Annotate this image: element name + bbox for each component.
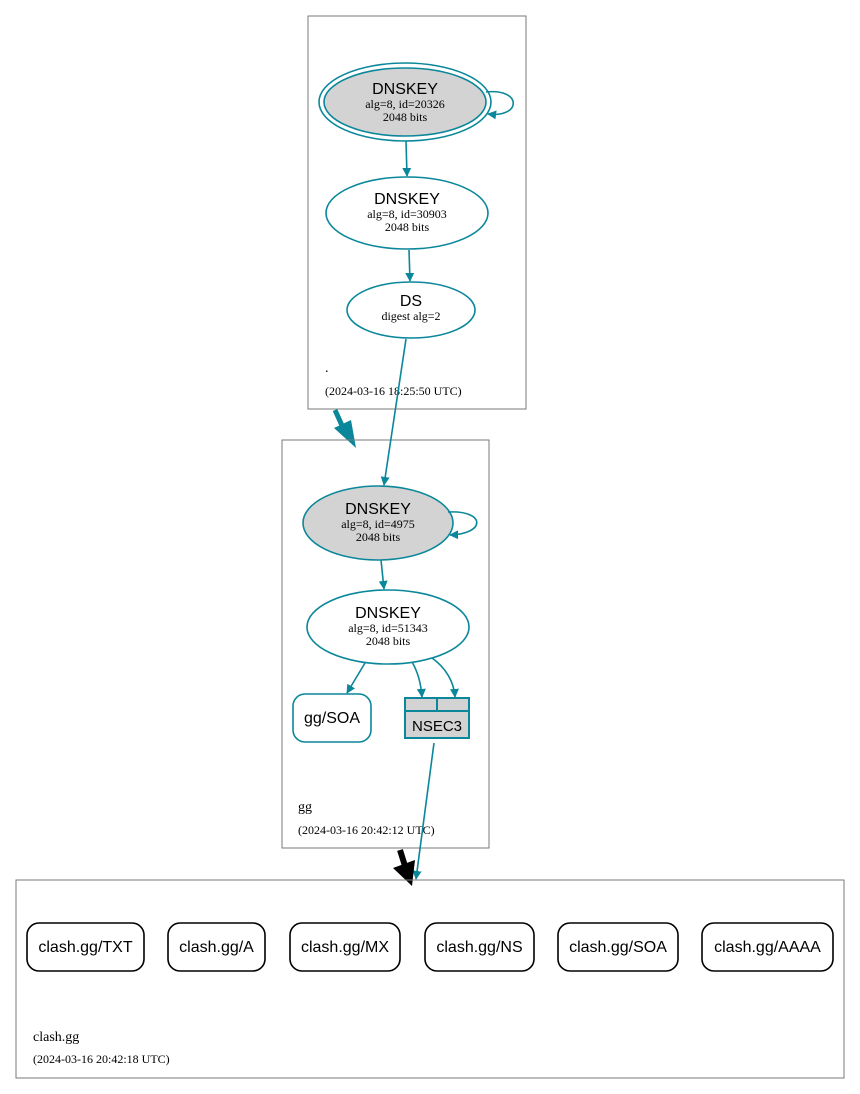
edge-root-ksk-to-zsk	[402, 140, 412, 177]
node-gg-soa[interactable]: gg/SOA	[292, 693, 372, 743]
record-txt[interactable]: clash.gg/TXT	[26, 922, 145, 972]
zone-root-timestamp: (2024-03-16 18:25:50 UTC)	[325, 384, 462, 398]
node-root-ksk[interactable]: DNSKEY alg=8, id=20326 2048 bits	[318, 62, 492, 142]
root-ds-title: DS	[400, 293, 422, 310]
root-ksk-shape	[323, 67, 487, 137]
root-ksk-line2: 2048 bits	[383, 110, 428, 124]
record-soa-shape	[557, 922, 679, 972]
zone-root-name: .	[325, 361, 329, 376]
zone-gg-timestamp: (2024-03-16 20:42:12 UTC)	[298, 823, 435, 837]
root-ksk-outer-ring	[318, 62, 492, 142]
edge-gg-ksk-self	[447, 511, 478, 540]
node-root-zsk[interactable]: DNSKEY alg=8, id=30903 2048 bits	[325, 176, 489, 250]
root-zsk-title: DNSKEY	[374, 191, 440, 208]
zone-clash-name: clash.gg	[33, 1030, 79, 1045]
record-a-label: clash.gg/A	[179, 939, 254, 956]
record-mx-shape	[289, 922, 401, 972]
delegation-gg-to-clash	[393, 849, 415, 886]
record-aaaa-shape	[701, 922, 834, 972]
zone-clash: clash.gg/TXT clash.gg/A clash.gg/MX clas…	[15, 879, 845, 1079]
edge-gg-ksk-to-zsk	[378, 559, 388, 590]
gg-zsk-shape	[306, 589, 470, 665]
record-mx-label: clash.gg/MX	[301, 939, 389, 956]
delegation-gg-clash-shaft	[397, 849, 408, 867]
node-gg-zsk[interactable]: DNSKEY alg=8, id=51343 2048 bits	[306, 589, 470, 665]
zone-gg: DNSKEY alg=8, id=4975 2048 bits DNSKEY a…	[281, 338, 490, 849]
record-aaaa-label: clash.gg/AAAA	[714, 939, 821, 956]
edge-gg-zsk-to-soa	[346, 662, 366, 694]
gg-ksk-line2: 2048 bits	[356, 530, 401, 544]
node-gg-ksk[interactable]: DNSKEY alg=8, id=4975 2048 bits	[302, 485, 454, 561]
node-root-ds[interactable]: DS digest alg=2	[346, 281, 476, 339]
root-zsk-line1: alg=8, id=30903	[367, 207, 447, 221]
root-ksk-title: DNSKEY	[372, 81, 438, 98]
zone-clash-timestamp: (2024-03-16 20:42:18 UTC)	[33, 1052, 170, 1066]
record-a[interactable]: clash.gg/A	[167, 922, 266, 972]
gg-nsec3-label: NSEC3	[412, 718, 462, 735]
zone-root: DNSKEY alg=8, id=20326 2048 bits DNSKEY …	[307, 15, 527, 410]
record-mx[interactable]: clash.gg/MX	[289, 922, 401, 972]
edge-root-ksk-self	[485, 90, 514, 120]
root-ds-shape	[346, 281, 476, 339]
root-zsk-shape	[325, 176, 489, 250]
record-txt-label: clash.gg/TXT	[38, 939, 132, 956]
zone-clash-border	[15, 879, 845, 1079]
zone-root-border	[307, 15, 527, 410]
edge-root-ds-to-gg-ksk	[380, 338, 407, 486]
gg-zsk-title: DNSKEY	[355, 605, 421, 622]
edge-root-zsk-to-ds	[405, 249, 415, 282]
edge-gg-zsk-to-nsec3-a	[411, 661, 426, 698]
edge-nsec3-to-clash	[412, 742, 435, 880]
zone-gg-border	[281, 439, 490, 849]
node-gg-nsec3[interactable]: NSEC3	[404, 697, 470, 739]
delegation-root-gg-head	[334, 420, 356, 448]
root-zsk-line2: 2048 bits	[385, 220, 430, 234]
delegation-root-to-gg	[332, 408, 356, 448]
gg-ksk-line1: alg=8, id=4975	[341, 517, 415, 531]
root-ksk-line1: alg=8, id=20326	[365, 97, 445, 111]
gg-zsk-line2: 2048 bits	[366, 634, 411, 648]
record-ns-shape	[424, 922, 535, 972]
record-txt-shape	[26, 922, 145, 972]
gg-ksk-title: DNSKEY	[345, 501, 411, 518]
zone-gg-name: gg	[298, 800, 312, 815]
gg-soa-shape	[292, 693, 372, 743]
record-ns[interactable]: clash.gg/NS	[424, 922, 535, 972]
gg-zsk-line1: alg=8, id=51343	[348, 621, 428, 635]
record-soa-label: clash.gg/SOA	[569, 939, 667, 956]
edge-gg-zsk-to-nsec3-b	[431, 657, 459, 698]
gg-ksk-shape	[302, 485, 454, 561]
record-aaaa[interactable]: clash.gg/AAAA	[701, 922, 834, 972]
record-soa[interactable]: clash.gg/SOA	[557, 922, 679, 972]
record-ns-label: clash.gg/NS	[436, 939, 522, 956]
record-a-shape	[167, 922, 266, 972]
root-ds-line1: digest alg=2	[381, 309, 440, 323]
gg-soa-label: gg/SOA	[304, 710, 360, 727]
